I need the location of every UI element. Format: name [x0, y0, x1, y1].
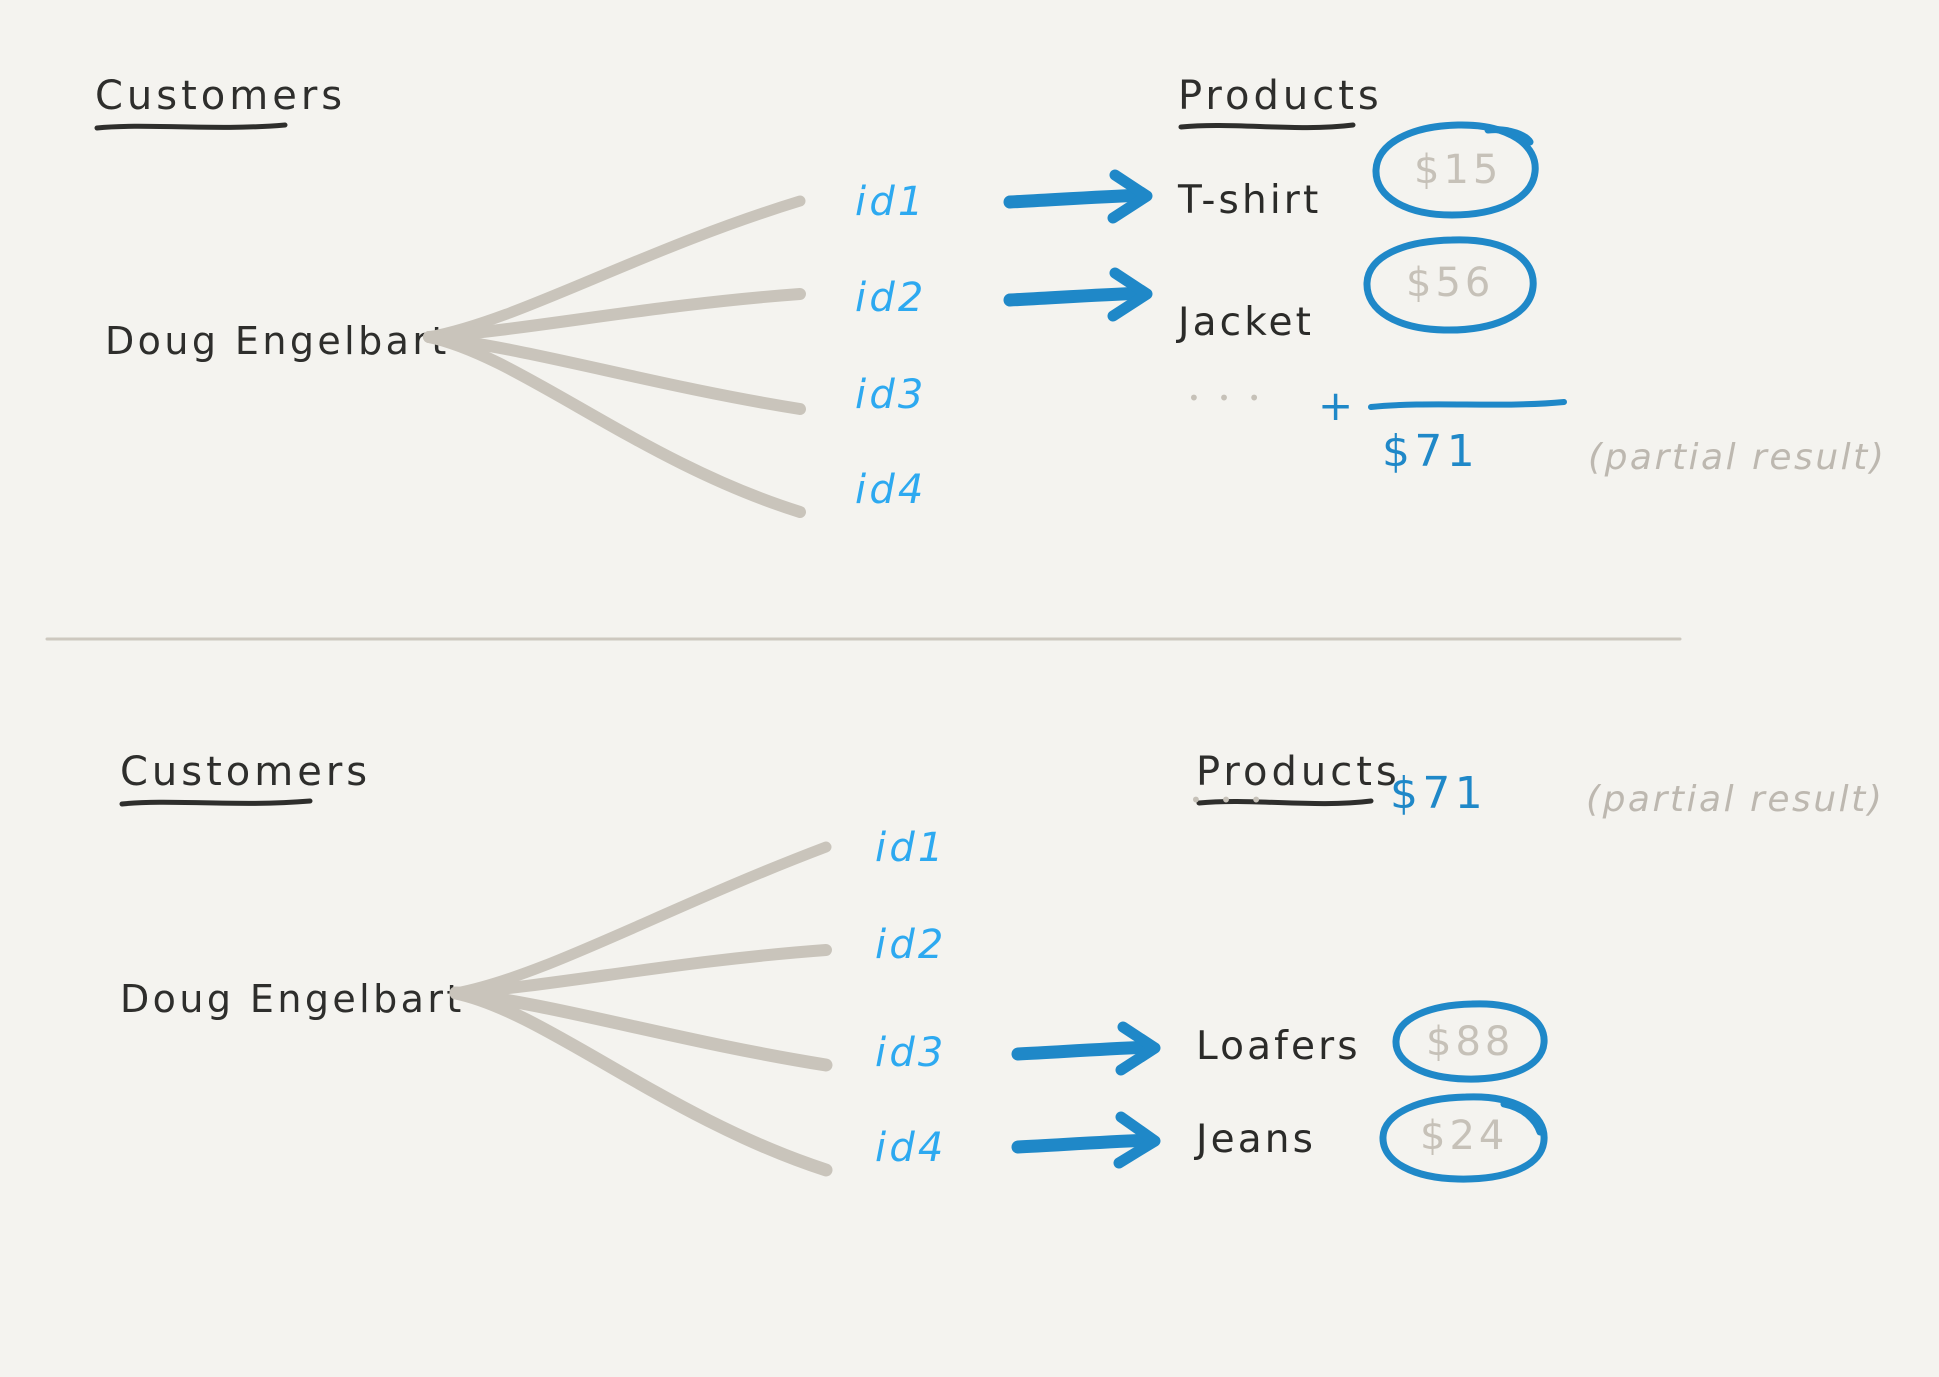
upper-products-underline-icon	[1178, 122, 1356, 131]
upper-price-2-circle-icon	[1363, 236, 1537, 334]
lower-ellipsis: • • •	[1190, 788, 1269, 812]
lower-customers-heading: Customers	[119, 749, 372, 807]
lower-product-name-4: Jeans	[1196, 1117, 1317, 1162]
lower-price-3-value: $88	[1426, 1019, 1515, 1065]
lower-section: Customers Products Doug Engelbart id1 id…	[0, 660, 1939, 1377]
upper-products-heading: Products	[1178, 73, 1383, 131]
lower-fanout-lines-icon	[449, 841, 833, 1177]
upper-price-2-value: $56	[1406, 260, 1495, 306]
lower-customer-name: Doug Engelbart	[120, 977, 465, 1021]
upper-product-name-2: Jacket	[1178, 300, 1315, 345]
lower-arrow-row-4-icon	[1011, 1111, 1161, 1169]
upper-id-label-4: id4	[855, 467, 927, 513]
lower-price-4-circle-icon	[1379, 1093, 1548, 1183]
upper-plus-sign: +	[1318, 381, 1356, 430]
upper-arrow-row-2-icon	[1003, 267, 1153, 322]
lower-product-name-3: Loafers	[1196, 1024, 1361, 1069]
lower-id-label-1: id1	[875, 825, 947, 871]
lower-id-label-4: id4	[875, 1125, 947, 1171]
upper-id-label-3: id3	[855, 372, 927, 418]
lower-customers-underline-icon	[119, 798, 313, 807]
upper-arrow-row-1-icon	[1003, 169, 1153, 224]
lower-products-underline-icon	[1196, 798, 1374, 807]
lower-price-4-value: $24	[1420, 1113, 1509, 1159]
upper-id-label-2: id2	[855, 275, 927, 321]
lower-id-label-3: id3	[875, 1030, 947, 1076]
lower-id-label-2: id2	[875, 922, 947, 968]
upper-ellipsis: • • •	[1188, 386, 1267, 410]
lower-price-3-circle-icon	[1392, 1000, 1548, 1083]
upper-customer-name: Doug Engelbart	[105, 319, 450, 363]
upper-product-name-1: T-shirt	[1178, 178, 1322, 223]
upper-sum-rule-icon	[1368, 399, 1567, 410]
upper-customers-heading-text: Customers	[95, 73, 347, 119]
upper-section: Customers Products Doug Engelbart id1 id…	[0, 0, 1939, 620]
upper-id-label-1: id1	[855, 179, 927, 225]
lower-products-heading: Products	[1196, 749, 1401, 807]
upper-fanout-lines-icon	[423, 195, 806, 518]
upper-sum-value: $71	[1382, 426, 1480, 477]
upper-price-1-value: $15	[1414, 147, 1503, 193]
lower-carried-value: $71	[1390, 768, 1488, 819]
upper-customers-underline-icon	[94, 122, 288, 131]
upper-products-heading-text: Products	[1178, 73, 1383, 119]
upper-sum-note: (partial result)	[1588, 437, 1887, 478]
lower-products-heading-text: Products	[1196, 749, 1401, 795]
lower-customers-heading-text: Customers	[120, 749, 372, 795]
lower-arrow-row-3-icon	[1011, 1021, 1161, 1076]
upper-price-1-circle-icon	[1372, 121, 1539, 219]
section-divider	[45, 637, 1682, 641]
lower-carried-note: (partial result)	[1586, 779, 1885, 820]
upper-customers-heading: Customers	[94, 73, 347, 131]
